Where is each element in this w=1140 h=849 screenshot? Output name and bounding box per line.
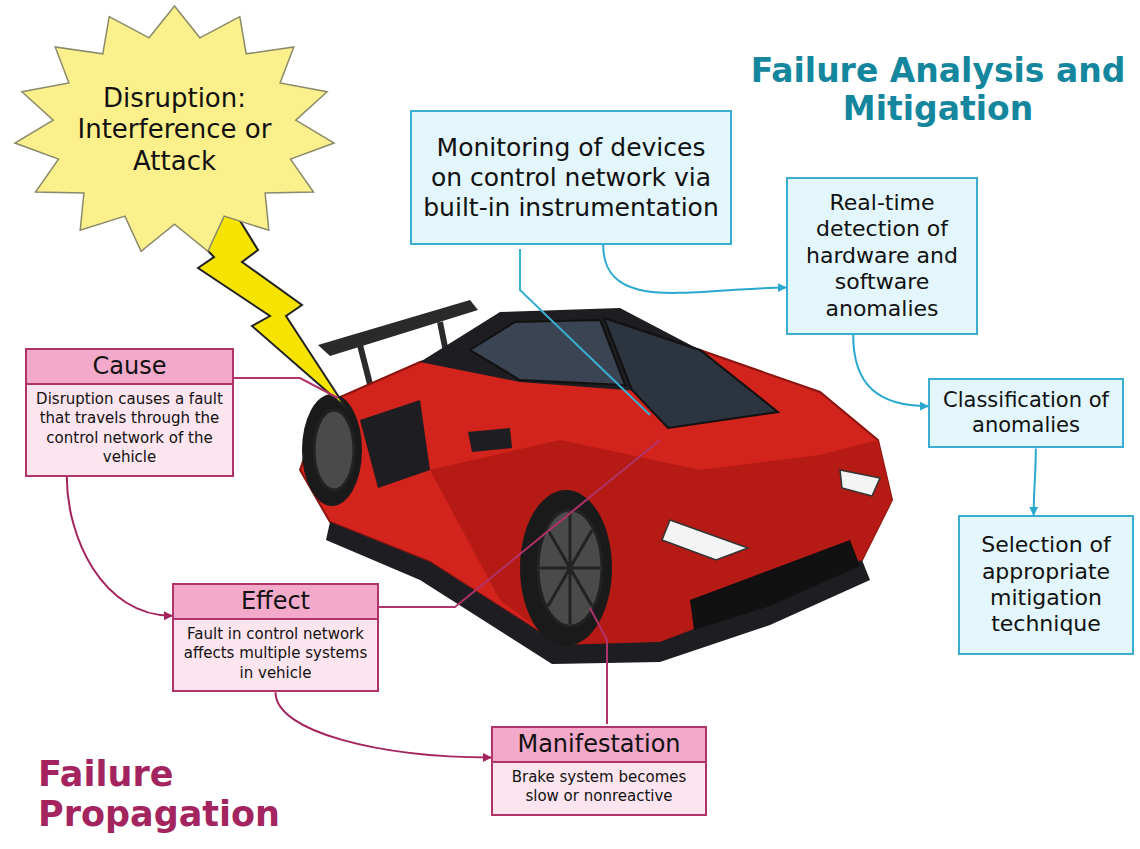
box-heading: Effect — [174, 585, 377, 620]
side-intake — [360, 400, 430, 488]
section-title: Failure Propagation — [38, 754, 338, 835]
section-title: Failure Analysis and Mitigation — [742, 52, 1134, 128]
front-rim — [538, 510, 602, 626]
stage-box: CauseDisruption causes a fault that trav… — [25, 348, 234, 477]
leader-line — [379, 440, 660, 607]
rim-spokes — [540, 512, 600, 624]
box-body: Fault in control network affects multipl… — [174, 620, 377, 691]
box-text: Selection of appropriate mitigation tech… — [968, 532, 1124, 638]
flow-arrow — [1034, 448, 1036, 515]
windshield — [604, 318, 778, 428]
flow-arrow — [603, 245, 786, 293]
stage-box: ManifestationBrake system becomes slow o… — [491, 726, 707, 816]
box-heading: Cause — [27, 350, 232, 385]
side-mirror — [468, 428, 512, 452]
starburst-node: Disruption: Interference or Attack — [12, 4, 337, 256]
box-body: Brake system becomes slow or nonreactive — [493, 763, 705, 814]
rear-rim — [314, 410, 354, 490]
box-text: Classification of anomalies — [938, 388, 1114, 438]
process-box: Selection of appropriate mitigation tech… — [958, 515, 1134, 655]
process-box: Classification of anomalies — [928, 378, 1124, 448]
box-text: Real-time detection of hardware and soft… — [796, 190, 968, 322]
leader-line — [590, 608, 607, 724]
box-body: Disruption causes a fault that travels t… — [27, 385, 232, 475]
rear-tyre — [302, 394, 362, 506]
headlight — [662, 520, 748, 560]
leader-line — [520, 249, 650, 415]
flow-arrow — [853, 335, 928, 406]
flow-arrow — [67, 477, 172, 616]
flow-arrow — [276, 692, 492, 757]
side-window — [470, 320, 625, 385]
leader-line — [234, 378, 338, 398]
process-box: Real-time detection of hardware and soft… — [786, 177, 978, 335]
headlight — [840, 470, 880, 496]
box-text: Monitoring of devices on control network… — [420, 133, 722, 223]
process-box: Monitoring of devices on control network… — [410, 110, 732, 245]
box-heading: Manifestation — [493, 728, 705, 763]
burst-text: Disruption: Interference or Attack — [72, 83, 277, 177]
stage-box: EffectFault in control network affects m… — [172, 583, 379, 692]
